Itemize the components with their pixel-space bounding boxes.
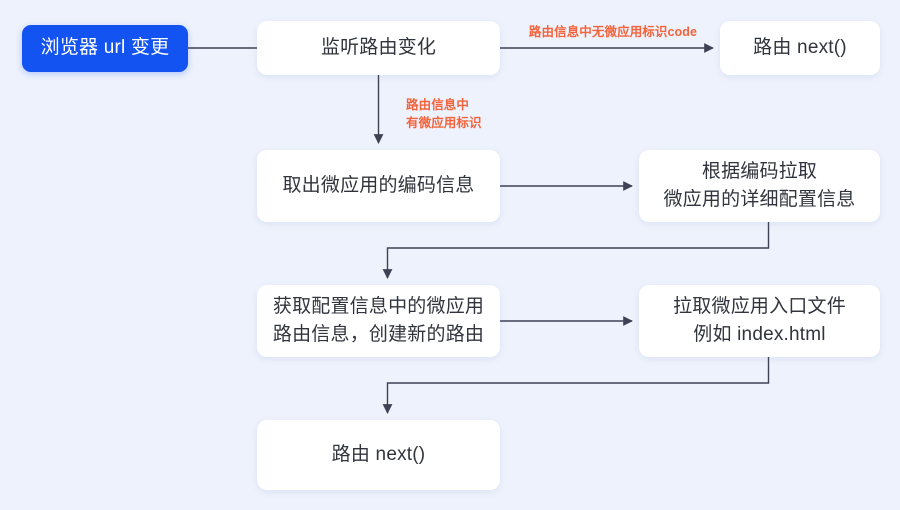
edge-label-no-micro-app-code: 路由信息中无微应用标识code [528, 25, 698, 39]
node-label: 拉取微应用入口文件 例如 index.html [673, 295, 846, 345]
node-label: 浏览器 url 变更 [40, 37, 170, 59]
node-fetch-entry-file[interactable]: 拉取微应用入口文件 例如 index.html [639, 285, 880, 357]
node-label: 路由 next() [331, 443, 426, 465]
node-route-next-bottom[interactable]: 路由 next() [257, 420, 500, 490]
node-label: 取出微应用的编码信息 [282, 174, 475, 196]
node-fetch-micro-app-config[interactable]: 根据编码拉取 微应用的详细配置信息 [639, 150, 880, 222]
node-extract-micro-app-code[interactable]: 取出微应用的编码信息 [257, 150, 500, 222]
edge-label-has-micro-app-code: 路由信息中 有微应用标识 [406, 98, 482, 131]
node-label: 根据编码拉取 微应用的详细配置信息 [663, 160, 856, 210]
node-create-new-route[interactable]: 获取配置信息中的微应用 路由信息，创建新的路由 [257, 285, 500, 357]
node-label: 监听路由变化 [320, 36, 437, 58]
node-label: 获取配置信息中的微应用 路由信息，创建新的路由 [272, 295, 485, 345]
node-label: 路由 next() [753, 36, 847, 58]
node-browser-url-change[interactable]: 浏览器 url 变更 [22, 25, 188, 72]
node-watch-route-change[interactable]: 监听路由变化 [257, 21, 500, 75]
connector-fetch-entry-to-route-next-bottom [382, 357, 770, 414]
connector-fetch-config-to-create-route [382, 222, 770, 279]
node-route-next-top[interactable]: 路由 next() [720, 21, 880, 75]
